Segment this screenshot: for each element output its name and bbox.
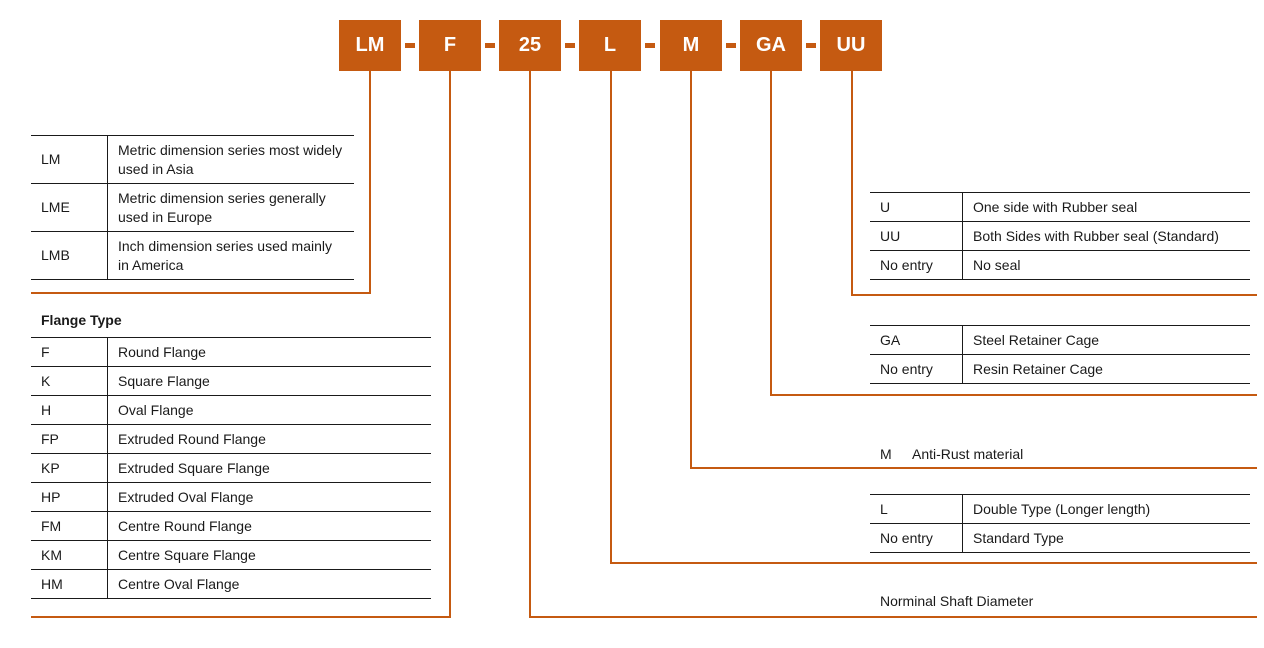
- seal-code: UU: [870, 221, 963, 251]
- seal-desc: No seal: [962, 250, 1250, 280]
- flange-desc: Centre Oval Flange: [107, 569, 431, 599]
- cage-desc: Resin Retainer Cage: [962, 354, 1250, 384]
- connector-series: [31, 71, 371, 294]
- shaft-label: Norminal Shaft Diameter: [880, 593, 1034, 609]
- connector-shaft: [529, 71, 1257, 618]
- separator-dash: [565, 43, 575, 48]
- code-box-length: L: [579, 20, 641, 71]
- flange-desc: Centre Round Flange: [107, 511, 431, 541]
- separator-dash: [405, 43, 415, 48]
- series-code: LM: [31, 135, 108, 184]
- connector-material: [690, 71, 1257, 469]
- seal-desc: One side with Rubber seal: [962, 192, 1250, 222]
- seal-code: U: [870, 192, 963, 222]
- code-box-flange: F: [419, 20, 481, 71]
- flange-code: HM: [31, 569, 108, 599]
- flange-desc: Extruded Oval Flange: [107, 482, 431, 512]
- series-table: LM Metric dimension series most widely u…: [31, 135, 354, 280]
- seal-code: No entry: [870, 250, 963, 280]
- length-code: L: [870, 494, 963, 524]
- table-row: LMB Inch dimension series used mainly in…: [31, 231, 354, 280]
- table-row: LM Metric dimension series most widely u…: [31, 135, 354, 184]
- series-desc: Metric dimension series generally used i…: [107, 183, 354, 232]
- separator-dash: [726, 43, 736, 48]
- separator-dash: [645, 43, 655, 48]
- flange-desc: Extruded Square Flange: [107, 453, 431, 483]
- series-desc: Metric dimension series most widely used…: [107, 135, 354, 184]
- flange-desc: Square Flange: [107, 366, 431, 396]
- flange-code: KP: [31, 453, 108, 483]
- flange-code: KM: [31, 540, 108, 570]
- seal-desc: Both Sides with Rubber seal (Standard): [962, 221, 1250, 251]
- connector-length: [610, 71, 1257, 564]
- material-desc: Anti-Rust material: [912, 446, 1024, 462]
- flange-desc: Centre Square Flange: [107, 540, 431, 570]
- length-code: No entry: [870, 523, 963, 553]
- cage-desc: Steel Retainer Cage: [962, 325, 1250, 355]
- separator-dash: [485, 43, 495, 48]
- flange-code: F: [31, 337, 108, 367]
- flange-code: FM: [31, 511, 108, 541]
- flange-code: K: [31, 366, 108, 396]
- code-box-shaft: 25: [499, 20, 561, 71]
- flange-desc: Oval Flange: [107, 395, 431, 425]
- series-code: LMB: [31, 231, 108, 280]
- separator-dash: [806, 43, 816, 48]
- table-row: LME Metric dimension series generally us…: [31, 183, 354, 232]
- series-code: LME: [31, 183, 108, 232]
- flange-desc: Round Flange: [107, 337, 431, 367]
- flange-desc: Extruded Round Flange: [107, 424, 431, 454]
- material-code: M: [880, 446, 892, 462]
- connector-flange: [31, 71, 451, 618]
- code-box-material: M: [660, 20, 722, 71]
- flange-title: Flange Type: [41, 312, 122, 328]
- connector-seal: [851, 71, 1257, 296]
- code-box-cage: GA: [740, 20, 802, 71]
- flange-code: H: [31, 395, 108, 425]
- cage-code: GA: [870, 325, 963, 355]
- length-desc: Standard Type: [962, 523, 1250, 553]
- flange-code: HP: [31, 482, 108, 512]
- code-box-seal: UU: [820, 20, 882, 71]
- length-desc: Double Type (Longer length): [962, 494, 1250, 524]
- code-box-series: LM: [339, 20, 401, 71]
- flange-code: FP: [31, 424, 108, 454]
- connector-cage: [770, 71, 1257, 396]
- cage-code: No entry: [870, 354, 963, 384]
- series-desc: Inch dimension series used mainly in Ame…: [107, 231, 354, 280]
